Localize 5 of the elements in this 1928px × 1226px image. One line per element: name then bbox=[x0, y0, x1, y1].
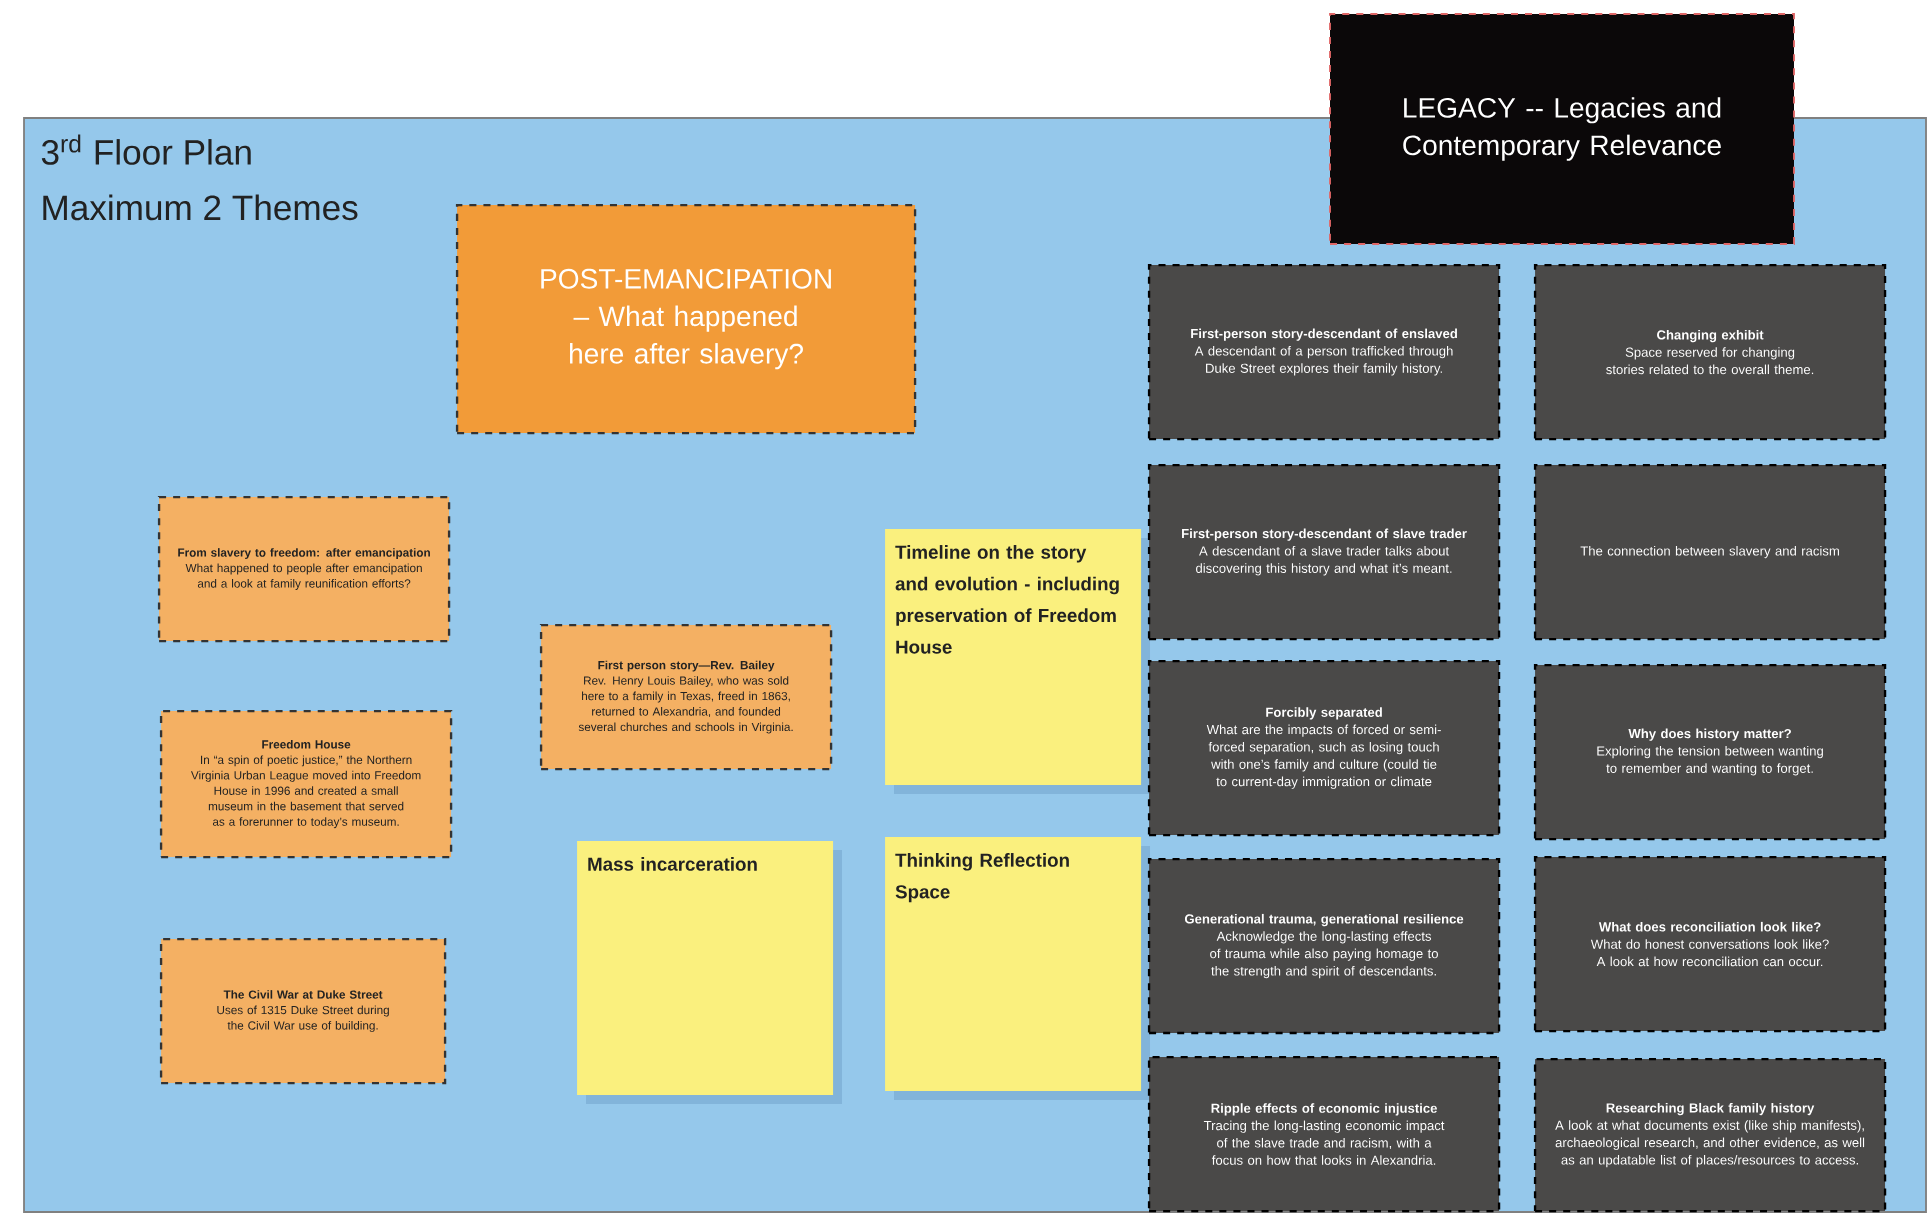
sticky-note: Mass incarceration bbox=[577, 841, 842, 1104]
sticky-note: Thinking Reflection Space bbox=[885, 837, 1150, 1100]
theme-box: POST-EMANCIPATION – What happened here after slavery? bbox=[455, 203, 917, 435]
theme-box: LEGACY -- Legacies and Contemporary Relevance bbox=[1329, 13, 1795, 245]
sticky-note: Timeline on the story and evolution - including preservation of Freedom House bbox=[885, 529, 1150, 794]
